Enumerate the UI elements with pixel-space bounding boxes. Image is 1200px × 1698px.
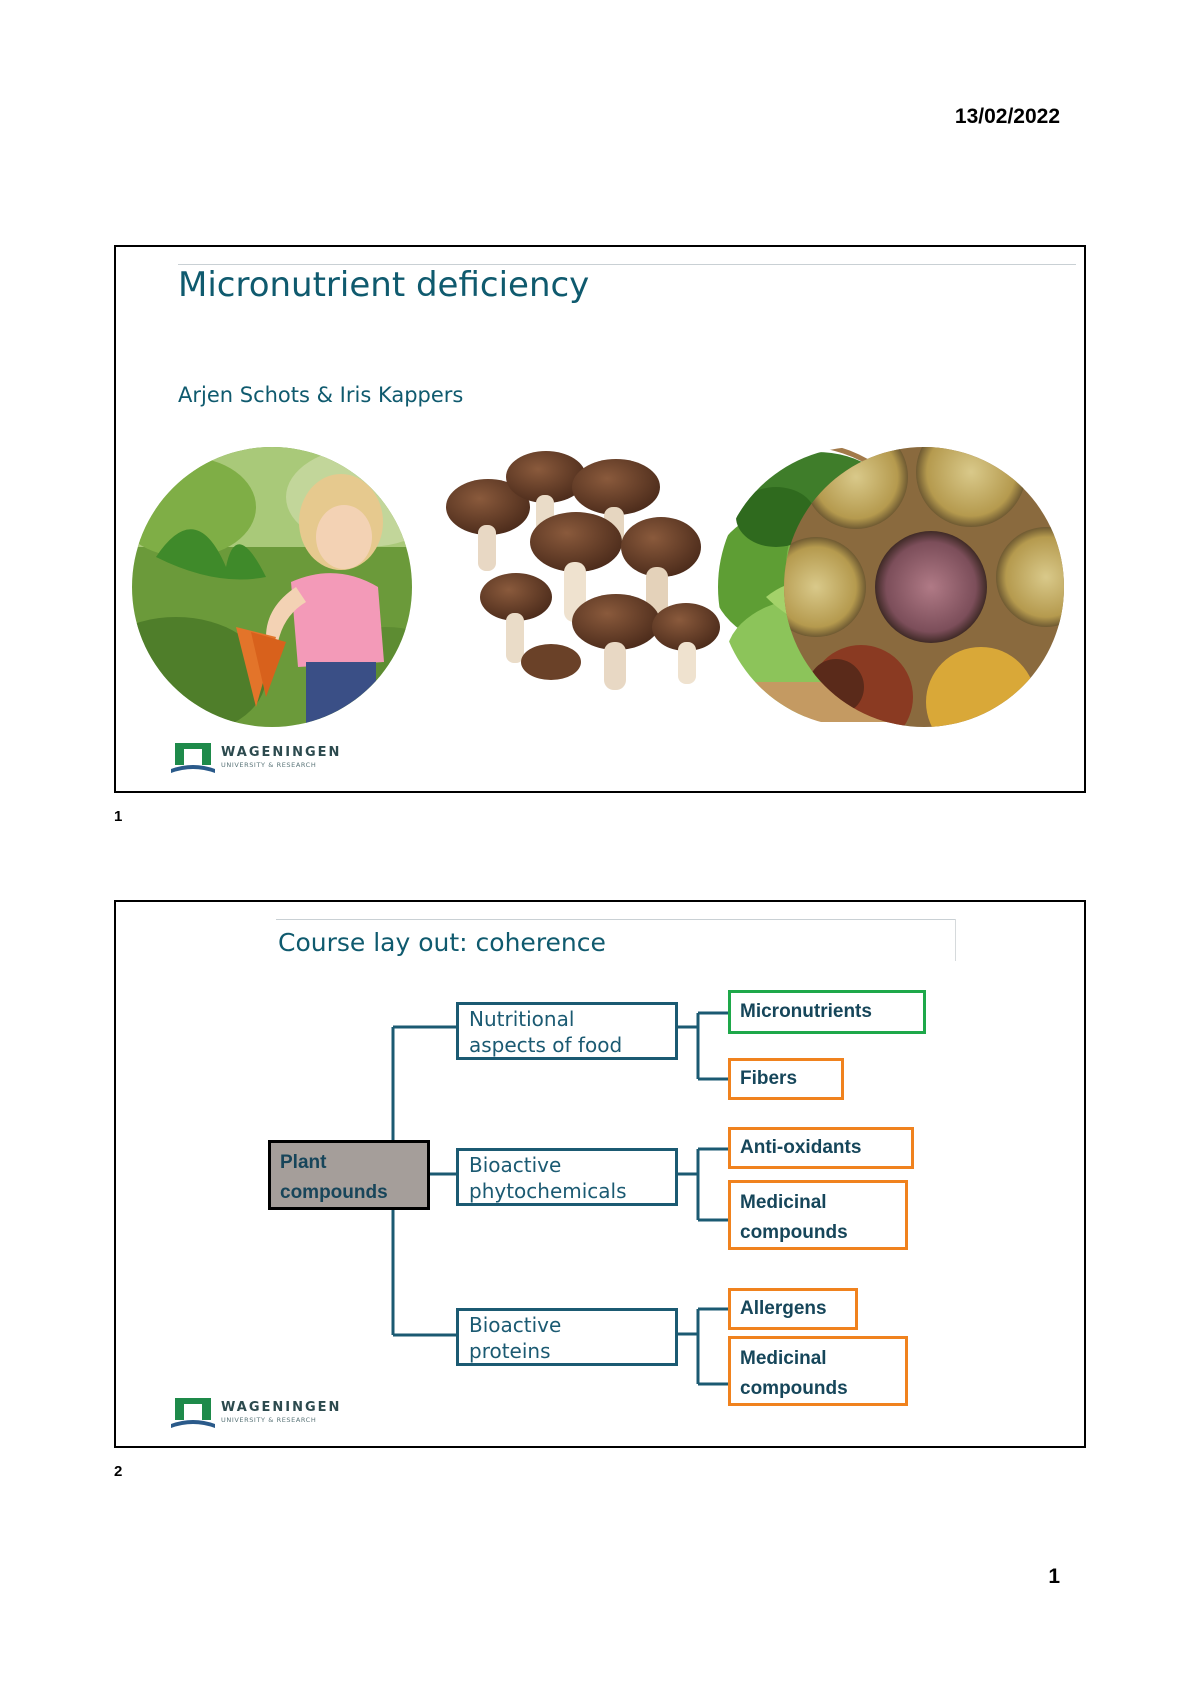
diagram-leaf-medicinal-2: Medicinal compounds [728, 1336, 908, 1406]
slide-authors: Arjen Schots & Iris Kappers [178, 383, 464, 407]
wur-logo: WAGENINGEN UNIVERSITY & RESEARCH [171, 1396, 351, 1432]
wur-logo-mark-icon [171, 743, 215, 773]
diagram-root-node: Plant compounds [268, 1140, 430, 1210]
diagram-leaf-fibers: Fibers [728, 1058, 844, 1100]
slide-2-number: 2 [114, 1463, 123, 1480]
branch-label: Nutritional aspects of food [469, 1007, 623, 1057]
photo-collage [132, 447, 1064, 727]
leaf-label: Fibers [740, 1068, 798, 1089]
slide-1-number: 1 [114, 808, 123, 825]
wur-logo-mark-icon [171, 1398, 215, 1428]
child-with-carrots-photo [132, 447, 412, 727]
diagram-branch-nutritional: Nutritional aspects of food [456, 1002, 678, 1060]
mushrooms-photo [446, 451, 720, 690]
wur-logo-subtitle: UNIVERSITY & RESEARCH [221, 761, 317, 769]
slide-title: Micronutrient deficiency [178, 265, 590, 305]
leaf-label: Anti-oxidants [740, 1137, 862, 1158]
leaf-label: Micronutrients [740, 1001, 872, 1022]
title-rule [276, 919, 956, 920]
wur-logo-name: WAGENINGEN [221, 745, 342, 760]
slide-1: Micronutrient deficiency Arjen Schots & … [114, 245, 1086, 793]
wur-logo-subtitle: UNIVERSITY & RESEARCH [221, 1416, 317, 1424]
slide-2: Course lay out: coherence Plant compound… [114, 900, 1086, 1448]
diagram-branch-phytochemicals: Bioactive phytochemicals [456, 1148, 678, 1206]
diagram-branch-proteins: Bioactive proteins [456, 1308, 678, 1366]
wur-logo-name: WAGENINGEN [221, 1400, 342, 1415]
leaf-label: Medicinal compounds [740, 1192, 848, 1243]
slide-title: Course lay out: coherence [278, 928, 606, 957]
diagram-leaf-medicinal-1: Medicinal compounds [728, 1180, 908, 1250]
diagram-leaf-antioxidants: Anti-oxidants [728, 1127, 914, 1169]
diagram-leaf-allergens: Allergens [728, 1288, 858, 1330]
title-rule-right [955, 919, 956, 961]
page-number: 1 [1048, 1565, 1060, 1588]
wur-logo: WAGENINGEN UNIVERSITY & RESEARCH [171, 741, 351, 777]
leaf-label: Allergens [740, 1298, 827, 1319]
branch-label: Bioactive phytochemicals [469, 1153, 627, 1203]
leaf-label: Medicinal compounds [740, 1348, 848, 1399]
page-date: 13/02/2022 [954, 105, 1060, 128]
diagram-root-label: Plant compounds [280, 1152, 388, 1203]
branch-label: Bioactive proteins [469, 1313, 562, 1363]
diagram-leaf-micronutrients: Micronutrients [728, 990, 926, 1034]
title-rule [178, 264, 1076, 265]
